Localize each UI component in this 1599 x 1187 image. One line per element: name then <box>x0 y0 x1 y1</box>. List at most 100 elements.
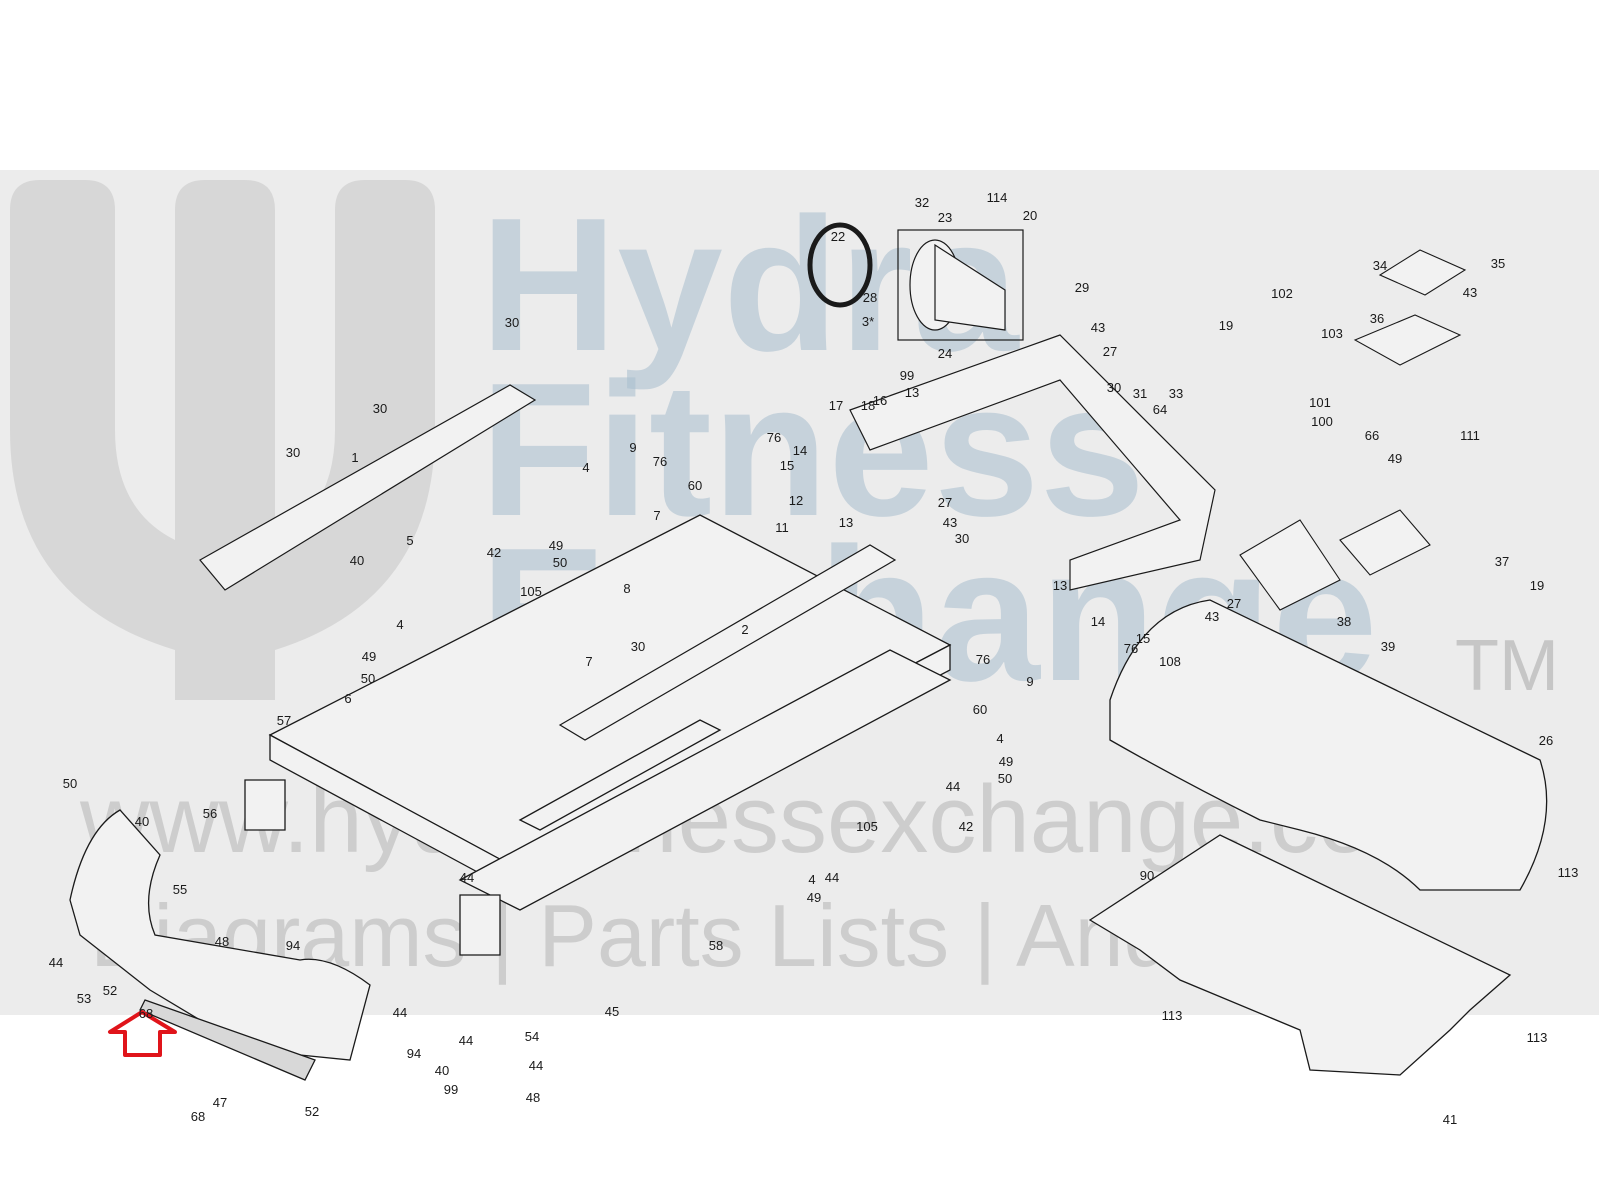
callout-14: 14 <box>1091 614 1105 629</box>
callout-12: 12 <box>789 493 803 508</box>
callout-76: 76 <box>767 430 781 445</box>
callout-44: 44 <box>529 1058 543 1073</box>
callout-76: 76 <box>653 454 667 469</box>
callout-15: 15 <box>780 458 794 473</box>
front-end-cap <box>69 809 371 1081</box>
callout-9: 9 <box>1026 674 1033 689</box>
callout-50: 50 <box>63 776 77 791</box>
callout-40: 40 <box>135 814 149 829</box>
callout-18: 18 <box>861 398 875 413</box>
callout-35: 35 <box>1491 256 1505 271</box>
callout-60: 60 <box>973 702 987 717</box>
callout-44: 44 <box>825 870 839 885</box>
callout-27: 27 <box>1227 596 1241 611</box>
callout-3star: 3* <box>862 314 874 329</box>
callout-48: 48 <box>215 934 229 949</box>
callout-58: 58 <box>709 938 723 953</box>
callout-27: 27 <box>1103 344 1117 359</box>
callout-49: 49 <box>362 649 376 664</box>
callout-22: 22 <box>831 229 845 244</box>
hydra-logo-watermark <box>10 180 435 700</box>
callout-42: 42 <box>487 545 501 560</box>
electronics <box>1239 249 1467 611</box>
callout-50: 50 <box>998 771 1012 786</box>
side-rails <box>199 384 897 741</box>
callout-94: 94 <box>286 938 300 953</box>
callout-43: 43 <box>943 515 957 530</box>
callout-19: 19 <box>1219 318 1233 333</box>
callout-39: 39 <box>1381 639 1395 654</box>
callout-14: 14 <box>793 443 807 458</box>
callout-55: 55 <box>173 882 187 897</box>
callout-56: 56 <box>203 806 217 821</box>
callout-100: 100 <box>1311 414 1333 429</box>
callout-32: 32 <box>915 195 929 210</box>
callout-76: 76 <box>1124 641 1138 656</box>
callout-4: 4 <box>582 460 589 475</box>
callout-49: 49 <box>1388 451 1402 466</box>
callout-105: 105 <box>856 819 878 834</box>
callout-114: 114 <box>987 190 1008 205</box>
callout-101: 101 <box>1309 395 1331 410</box>
callout-30: 30 <box>286 445 300 460</box>
callout-45: 45 <box>605 1004 619 1019</box>
motor-assembly <box>807 222 1216 591</box>
callout-48: 48 <box>526 1090 540 1105</box>
base-cover <box>1088 834 1512 1076</box>
callout-4: 4 <box>996 731 1003 746</box>
callout-7: 7 <box>585 654 592 669</box>
callout-108: 108 <box>1159 654 1181 669</box>
callout-23: 23 <box>938 210 952 225</box>
callout-13: 13 <box>1053 578 1067 593</box>
callout-44: 44 <box>459 1033 473 1048</box>
callout-113: 113 <box>1558 865 1579 880</box>
watermark-tm: TM <box>1455 626 1559 706</box>
callout-30: 30 <box>1107 380 1121 395</box>
callout-33: 33 <box>1169 386 1183 401</box>
callout-43: 43 <box>1463 285 1477 300</box>
callout-44: 44 <box>946 779 960 794</box>
callout-76: 76 <box>976 652 990 667</box>
callout-31: 31 <box>1133 386 1147 401</box>
callout-111: 111 <box>1460 428 1480 443</box>
callout-68: 68 <box>191 1109 205 1124</box>
callout-11: 11 <box>775 520 789 535</box>
callout-68: 68 <box>139 1006 153 1021</box>
callout-64: 64 <box>1153 402 1167 417</box>
callout-7: 7 <box>653 508 660 523</box>
callout-103: 103 <box>1321 326 1343 341</box>
callout-60: 60 <box>688 478 702 493</box>
callout-102: 102 <box>1271 286 1293 301</box>
callout-30: 30 <box>505 315 519 330</box>
callout-41: 41 <box>1443 1112 1457 1127</box>
callout-15: 15 <box>1136 631 1150 646</box>
callout-9: 9 <box>629 440 636 455</box>
callout-57: 57 <box>277 713 291 728</box>
treadmill-frame <box>244 514 952 956</box>
callout-44: 44 <box>460 870 474 885</box>
callout-27: 27 <box>938 495 952 510</box>
callout-8: 8 <box>623 581 630 596</box>
callout-50: 50 <box>361 671 375 686</box>
callout-49: 49 <box>807 890 821 905</box>
highlight-arrow <box>108 1010 177 1057</box>
callout-24: 24 <box>938 346 952 361</box>
callout-43: 43 <box>1091 320 1105 335</box>
callout-17: 17 <box>829 398 843 413</box>
callout-2: 2 <box>741 622 748 637</box>
callout-54: 54 <box>525 1029 539 1044</box>
callout-53: 53 <box>77 991 91 1006</box>
callout-19: 19 <box>1530 578 1544 593</box>
callout-44: 44 <box>49 955 63 970</box>
callout-113: 113 <box>1162 1008 1183 1023</box>
callout-94: 94 <box>407 1046 421 1061</box>
callout-4: 4 <box>396 617 403 632</box>
callout-49: 49 <box>999 754 1013 769</box>
callout-26: 26 <box>1539 733 1553 748</box>
callout-50: 50 <box>553 555 567 570</box>
callout-30: 30 <box>631 639 645 654</box>
callout-20: 20 <box>1023 208 1037 223</box>
callout-49: 49 <box>549 538 563 553</box>
